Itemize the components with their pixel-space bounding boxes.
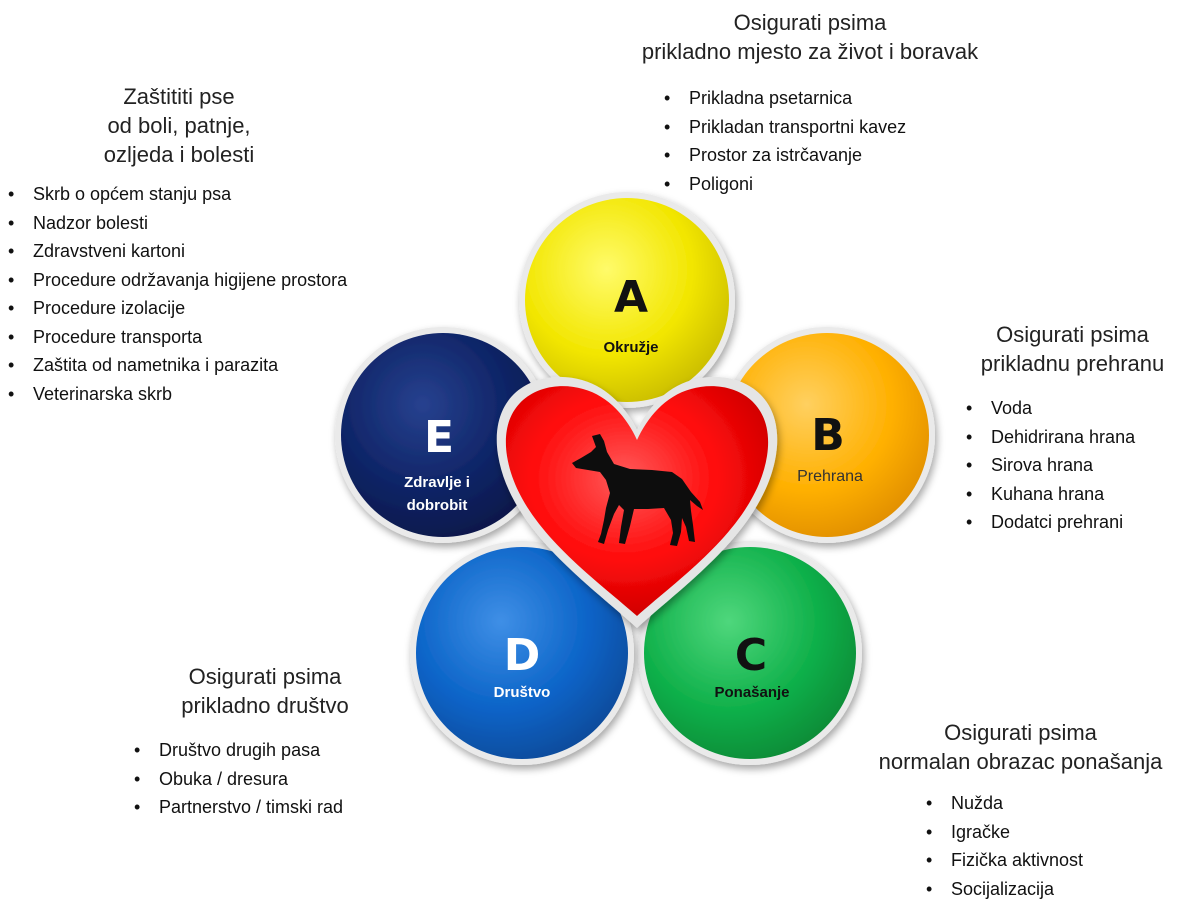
petal-b-label: Prehrana xyxy=(797,468,863,485)
group-a: Osigurati psima prikladno mjesto za živo… xyxy=(600,8,1020,198)
list-item: •Prikladan transportni kavez xyxy=(660,113,1020,142)
petal-a-label: Okružje xyxy=(603,339,658,356)
petal-d-letter: D xyxy=(504,630,541,681)
petal-c-letter: C xyxy=(735,630,767,681)
bullet-icon: • xyxy=(8,209,14,238)
bullet-icon: • xyxy=(8,380,14,409)
bullet-icon: • xyxy=(8,323,14,352)
group-b-heading-line1: Osigurati psima xyxy=(950,320,1195,349)
group-e-heading: Zaštititi pse od boli, patnje, ozljeda i… xyxy=(4,82,354,169)
group-c-heading-line1: Osigurati psima xyxy=(848,718,1193,747)
bullet-icon: • xyxy=(966,451,972,480)
list-item: •Procedure izolacije xyxy=(4,294,434,323)
list-item: •Dehidrirana hrana xyxy=(962,423,1195,452)
list-item: •Prikladna psetarnica xyxy=(660,84,1020,113)
list-item: •Partnerstvo / timski rad xyxy=(130,793,400,822)
group-d-list: •Društvo drugih pasa •Obuka / dresura •P… xyxy=(130,736,400,822)
bullet-icon: • xyxy=(8,180,14,209)
group-e-heading-line1: Zaštititi pse xyxy=(4,82,354,111)
bullet-icon: • xyxy=(926,789,932,818)
bullet-icon: • xyxy=(134,765,140,794)
group-c: Osigurati psima normalan obrazac ponašan… xyxy=(848,718,1193,903)
bullet-icon: • xyxy=(966,480,972,509)
bullet-icon: • xyxy=(664,141,670,170)
group-a-list: •Prikladna psetarnica •Prikladan transpo… xyxy=(660,84,1020,198)
list-item: •Sirova hrana xyxy=(962,451,1195,480)
bullet-icon: • xyxy=(966,394,972,423)
group-e-heading-line3: ozljeda i bolesti xyxy=(4,140,354,169)
list-item: •Fizička aktivnost xyxy=(922,846,1193,875)
list-item: •Procedure transporta xyxy=(4,323,434,352)
list-item: •Prostor za istrčavanje xyxy=(660,141,1020,170)
list-item: •Zdravstveni kartoni xyxy=(4,237,434,266)
bullet-icon: • xyxy=(966,423,972,452)
group-d-heading-line1: Osigurati psima xyxy=(130,662,400,691)
group-d-heading-line2: prikladno društvo xyxy=(130,691,400,720)
group-c-heading-line2: normalan obrazac ponašanja xyxy=(848,747,1193,776)
bullet-icon: • xyxy=(966,508,972,537)
list-item: •Poligoni xyxy=(660,170,1020,199)
group-e-list: •Skrb o općem stanju psa •Nadzor bolesti… xyxy=(4,180,434,408)
group-c-list: •Nužda •Igračke •Fizička aktivnost •Soci… xyxy=(922,789,1193,903)
bullet-icon: • xyxy=(8,266,14,295)
bullet-icon: • xyxy=(8,351,14,380)
group-d: Osigurati psima prikladno društvo •Društ… xyxy=(130,662,400,822)
list-item: •Skrb o općem stanju psa xyxy=(4,180,434,209)
group-a-heading-line2: prikladno mjesto za život i boravak xyxy=(600,37,1020,66)
bullet-icon: • xyxy=(664,84,670,113)
bullet-icon: • xyxy=(8,294,14,323)
list-item: •Kuhana hrana xyxy=(962,480,1195,509)
list-item: •Obuka / dresura xyxy=(130,765,400,794)
group-b: Osigurati psima prikladnu prehranu •Voda… xyxy=(950,320,1195,537)
group-b-heading: Osigurati psima prikladnu prehranu xyxy=(950,320,1195,378)
petal-d-label: Društvo xyxy=(494,684,551,701)
bullet-icon: • xyxy=(134,736,140,765)
group-e: Zaštititi pse od boli, patnje, ozljeda i… xyxy=(4,82,434,408)
list-item: •Igračke xyxy=(922,818,1193,847)
list-item: •Veterinarska skrb xyxy=(4,380,434,409)
list-item: •Nadzor bolesti xyxy=(4,209,434,238)
group-a-heading-line1: Osigurati psima xyxy=(600,8,1020,37)
list-item: •Voda xyxy=(962,394,1195,423)
group-d-heading: Osigurati psima prikladno društvo xyxy=(130,662,400,720)
group-b-heading-line2: prikladnu prehranu xyxy=(950,349,1195,378)
list-item: •Socijalizacija xyxy=(922,875,1193,903)
petal-e-label-line2: dobrobit xyxy=(407,497,468,514)
petal-e-letter: E xyxy=(424,412,454,463)
petal-a-letter: A xyxy=(614,272,648,323)
list-item: •Društvo drugih pasa xyxy=(130,736,400,765)
bullet-icon: • xyxy=(8,237,14,266)
list-item: •Procedure održavanja higijene prostora xyxy=(4,266,434,295)
petal-e-label-line1: Zdravlje i xyxy=(404,474,470,491)
petal-b-letter: B xyxy=(811,410,845,461)
bullet-icon: • xyxy=(664,113,670,142)
list-item: •Zaštita od nametnika i parazita xyxy=(4,351,434,380)
bullet-icon: • xyxy=(134,793,140,822)
group-e-heading-line2: od boli, patnje, xyxy=(4,111,354,140)
petal-c-label: Ponašanje xyxy=(714,684,789,701)
bullet-icon: • xyxy=(664,170,670,199)
list-item: •Nužda xyxy=(922,789,1193,818)
group-c-heading: Osigurati psima normalan obrazac ponašan… xyxy=(848,718,1193,776)
bullet-icon: • xyxy=(926,846,932,875)
list-item: •Dodatci prehrani xyxy=(962,508,1195,537)
bullet-icon: • xyxy=(926,875,932,903)
group-b-list: •Voda •Dehidrirana hrana •Sirova hrana •… xyxy=(962,394,1195,537)
group-a-heading: Osigurati psima prikladno mjesto za živo… xyxy=(600,8,1020,66)
bullet-icon: • xyxy=(926,818,932,847)
